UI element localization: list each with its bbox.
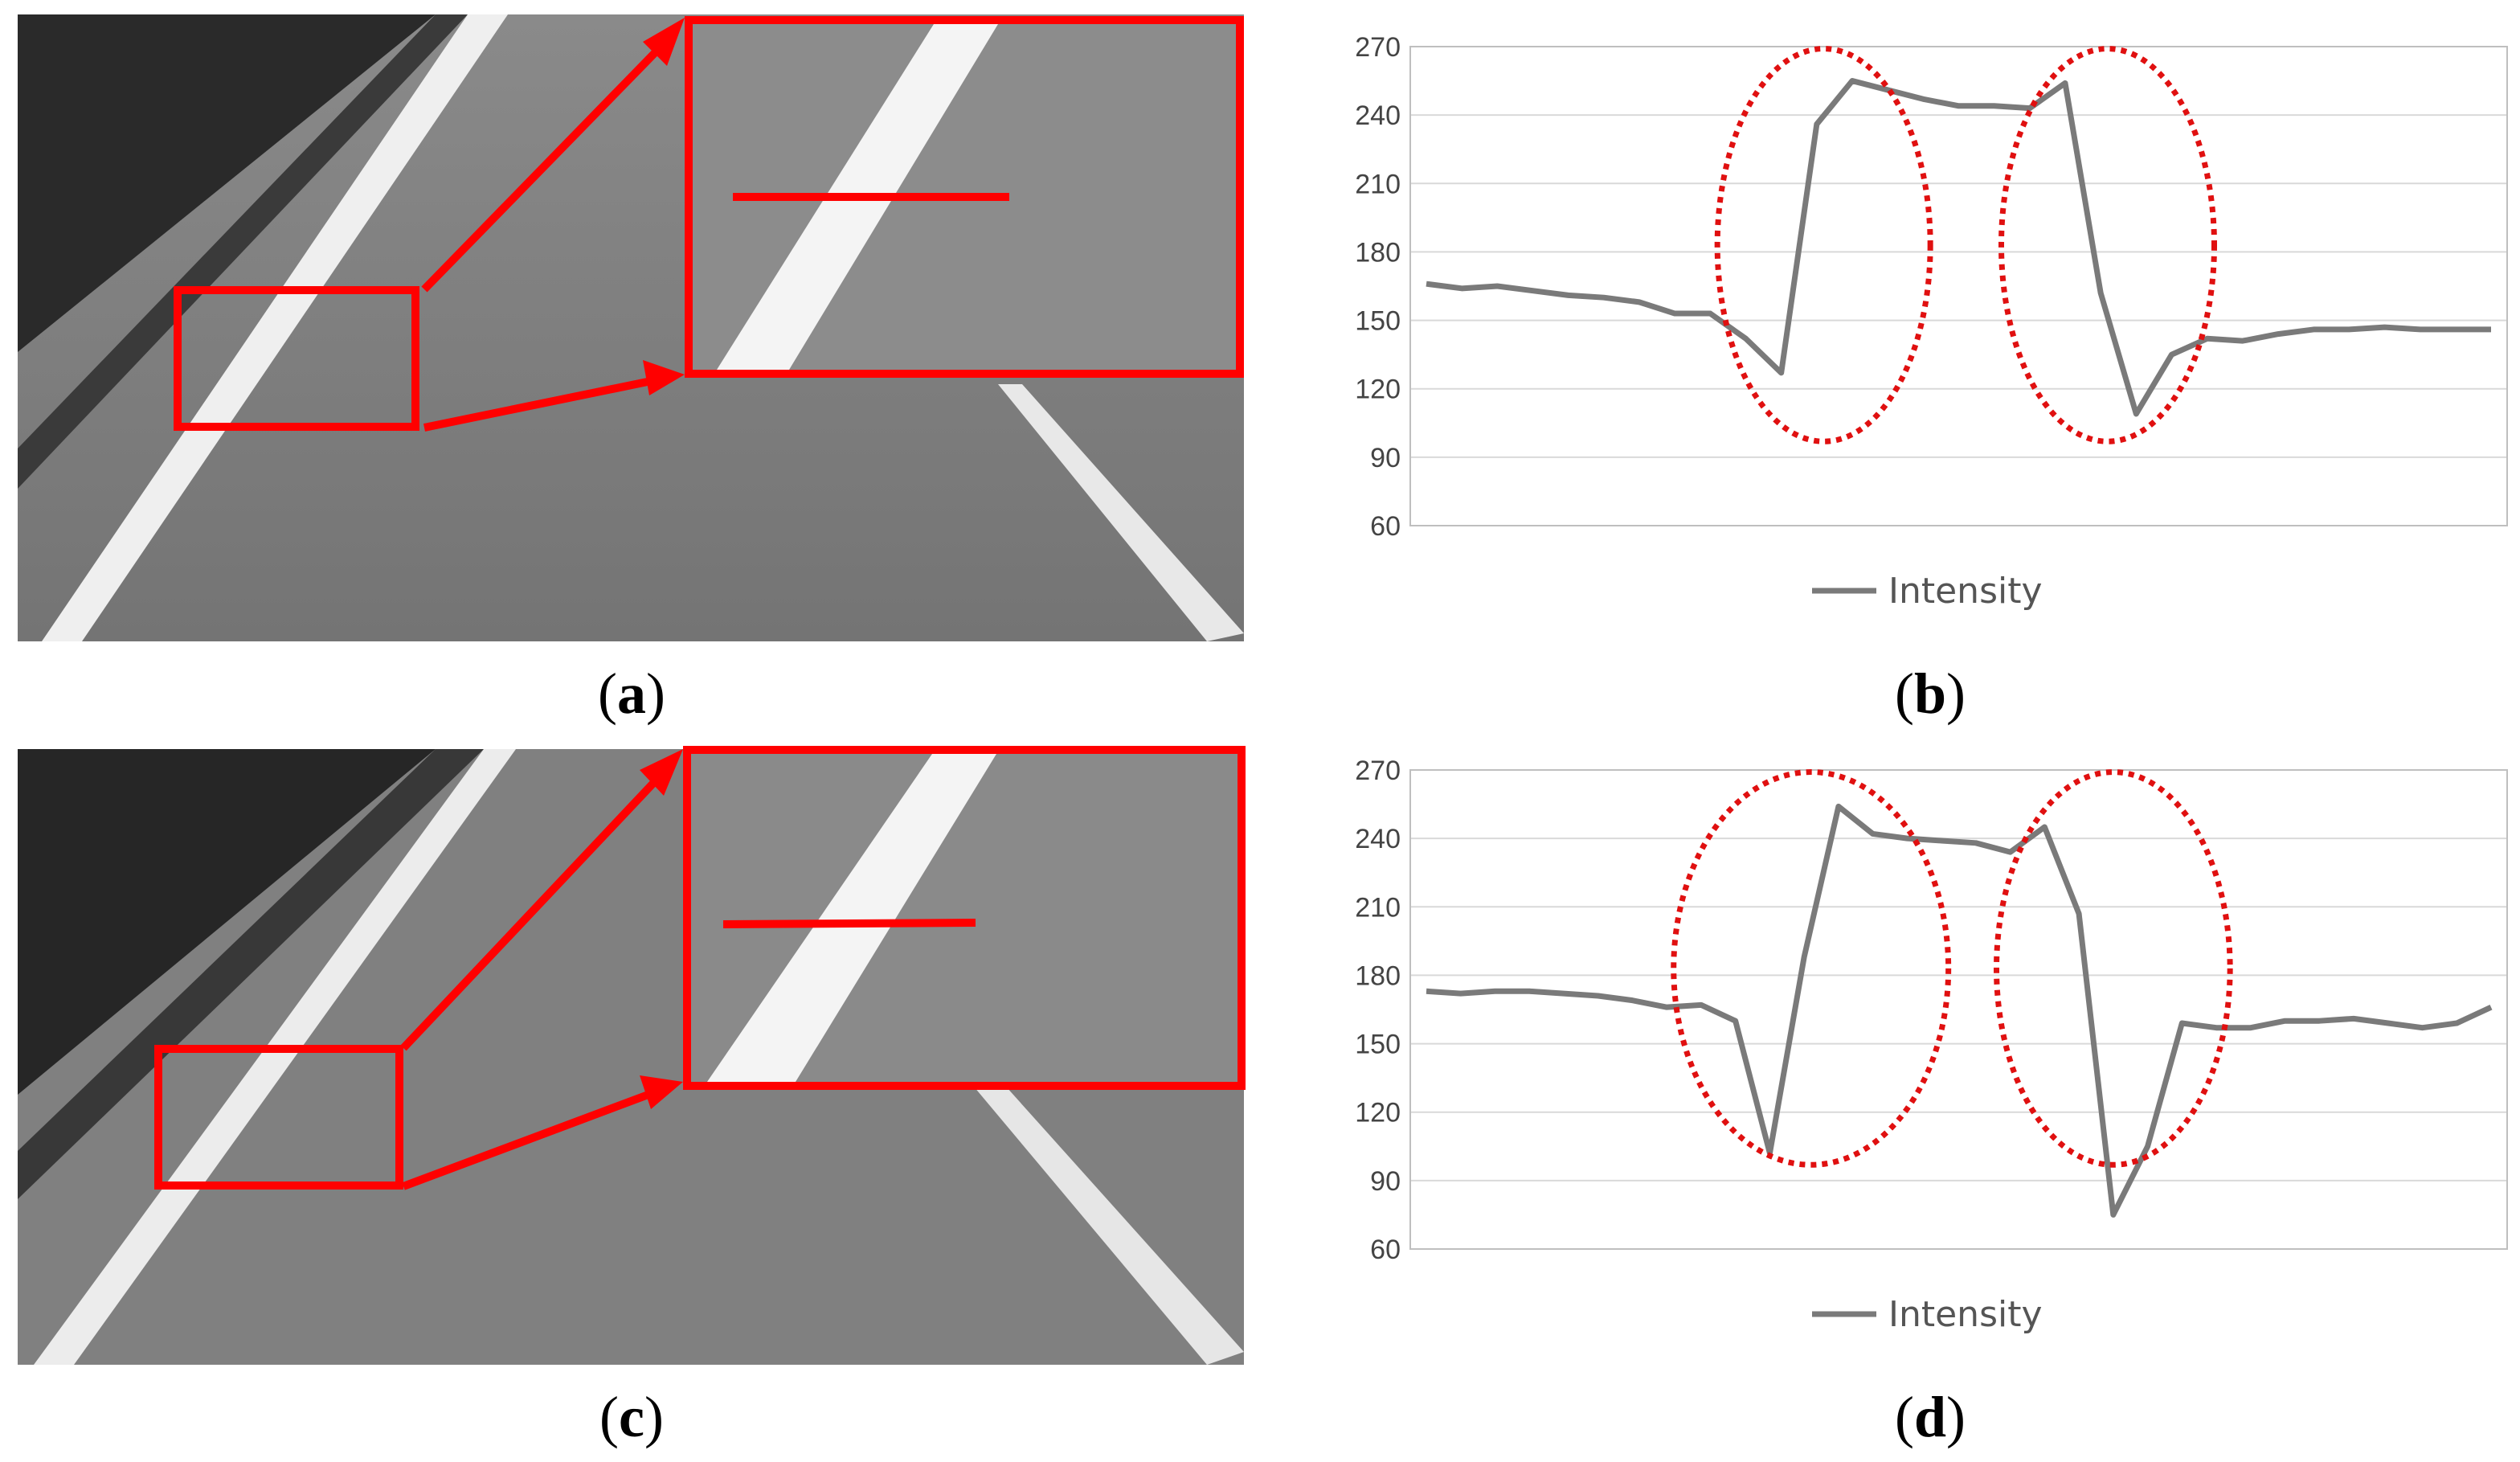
plot-frame <box>1409 46 2508 526</box>
intensity-series-line <box>1426 803 2493 1218</box>
y-tick-label: 210 <box>1355 892 1401 923</box>
plot-frame <box>1409 769 2508 1250</box>
highlight-box-c <box>154 1045 403 1190</box>
y-tick-label: 120 <box>1355 375 1401 405</box>
y-tick-label: 150 <box>1355 306 1401 337</box>
y-tick-label: 180 <box>1355 237 1401 268</box>
panel-label-c: (c) <box>599 1385 664 1449</box>
highlight-ellipse-1 <box>1714 46 1933 444</box>
y-tick-label: 60 <box>1370 1235 1401 1265</box>
panel-label-a: (a) <box>598 661 665 726</box>
y-tick-label: 240 <box>1355 100 1401 131</box>
y-tick-label: 270 <box>1355 32 1401 63</box>
y-tick-label: 240 <box>1355 824 1401 854</box>
y-tick-label: 60 <box>1370 511 1401 542</box>
y-tick-label: 210 <box>1355 169 1401 199</box>
highlight-ellipse-2 <box>1998 46 2217 444</box>
panel-label-d: (d) <box>1894 1385 1966 1449</box>
y-tick-label: 120 <box>1355 1098 1401 1128</box>
y-tick-label: 90 <box>1370 443 1401 473</box>
legend-label: Intensity <box>1888 571 2043 612</box>
highlight-ellipse-2 <box>1994 769 2233 1168</box>
legend-label: Intensity <box>1888 1294 2043 1335</box>
y-tick-label: 180 <box>1355 960 1401 991</box>
zoom-inset-a <box>685 16 1244 378</box>
zoom-inset-c <box>683 746 1246 1090</box>
y-tick-label: 150 <box>1355 1030 1401 1060</box>
y-tick-label: 90 <box>1370 1166 1401 1197</box>
highlight-box-a <box>174 286 419 431</box>
intensity-series-line <box>1426 78 2491 417</box>
panel-label-b: (b) <box>1894 661 1966 726</box>
highlight-ellipse-1 <box>1671 769 1952 1168</box>
y-tick-label: 270 <box>1355 756 1401 786</box>
